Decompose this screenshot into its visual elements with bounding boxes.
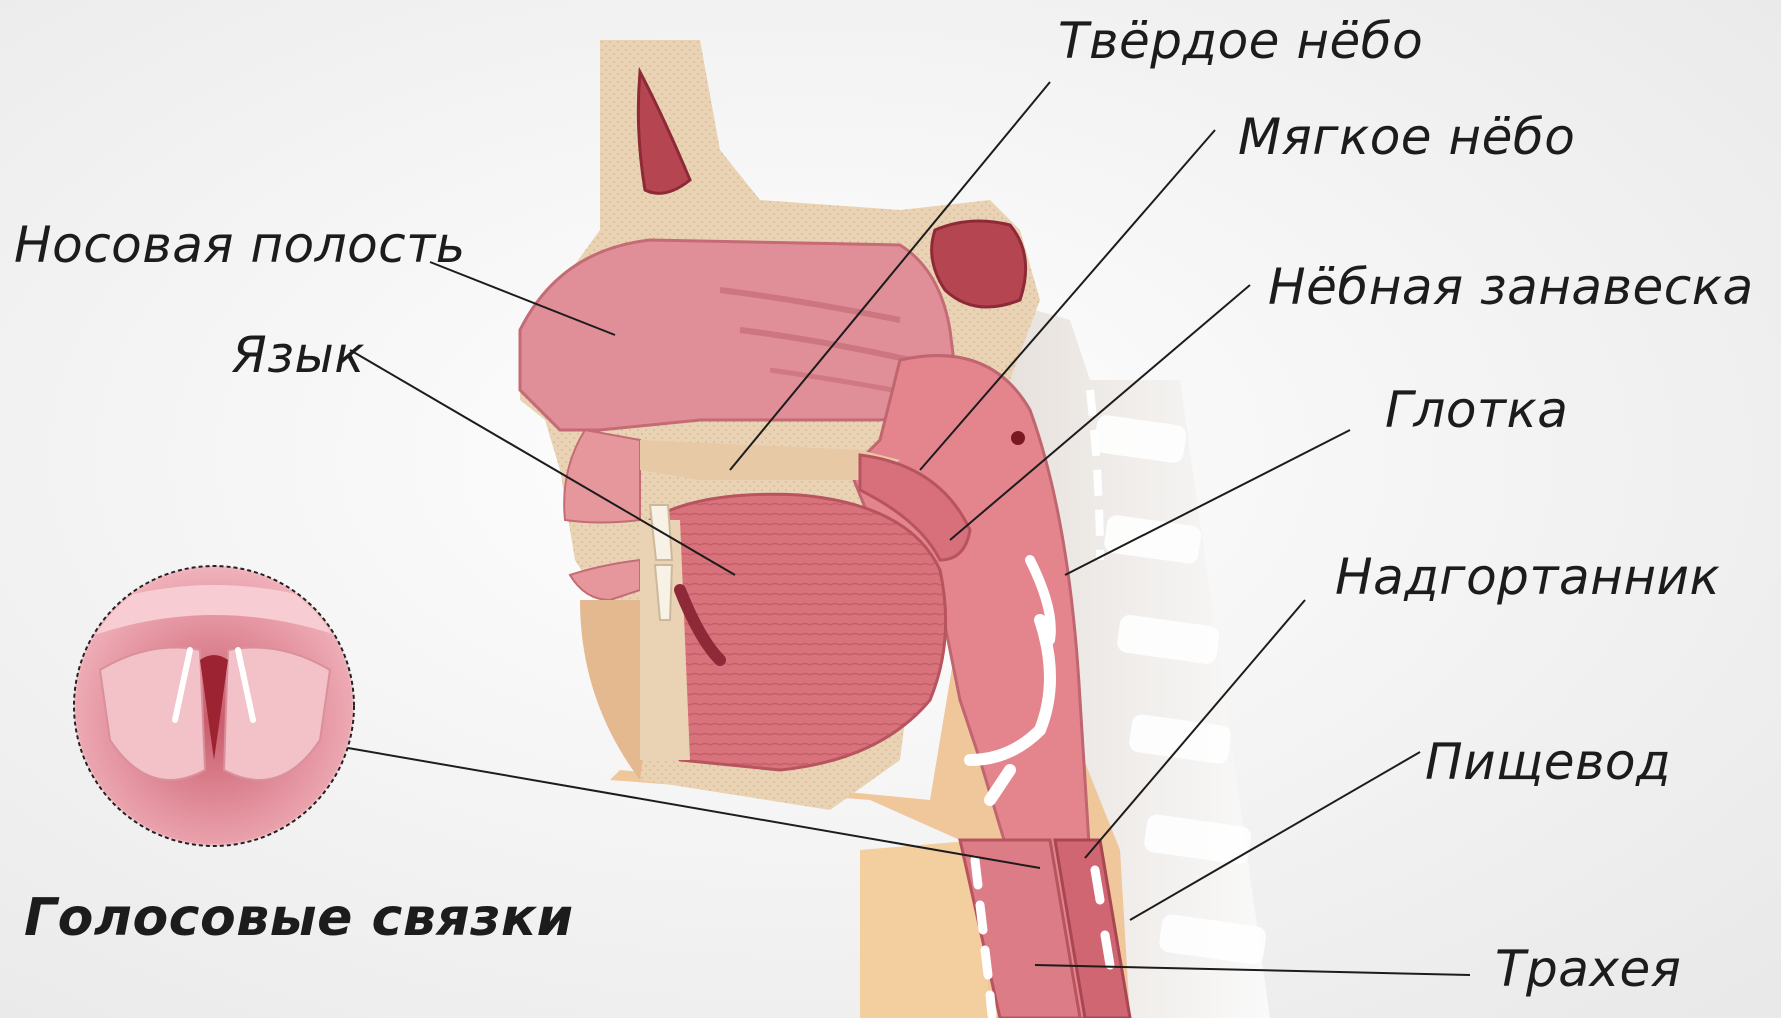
eustachian-opening bbox=[1011, 431, 1025, 445]
label-pharynx: Глотка bbox=[1385, 385, 1568, 435]
label-tongue: Язык bbox=[232, 330, 365, 380]
vocal-cords-inset bbox=[74, 566, 354, 846]
label-epiglottis: Надгортанник bbox=[1335, 552, 1720, 602]
label-velum: Нёбная занавеска bbox=[1268, 262, 1754, 312]
label-hard-palate: Твёрдое нёбо bbox=[1058, 16, 1423, 66]
label-soft-palate: Мягкое нёбо bbox=[1238, 112, 1575, 162]
label-nasal-cavity: Носовая полость bbox=[14, 220, 466, 270]
label-esophagus: Пищевод bbox=[1425, 737, 1671, 787]
label-vocal-cords: Голосовые связки bbox=[24, 892, 574, 944]
label-trachea: Трахея bbox=[1495, 944, 1681, 994]
